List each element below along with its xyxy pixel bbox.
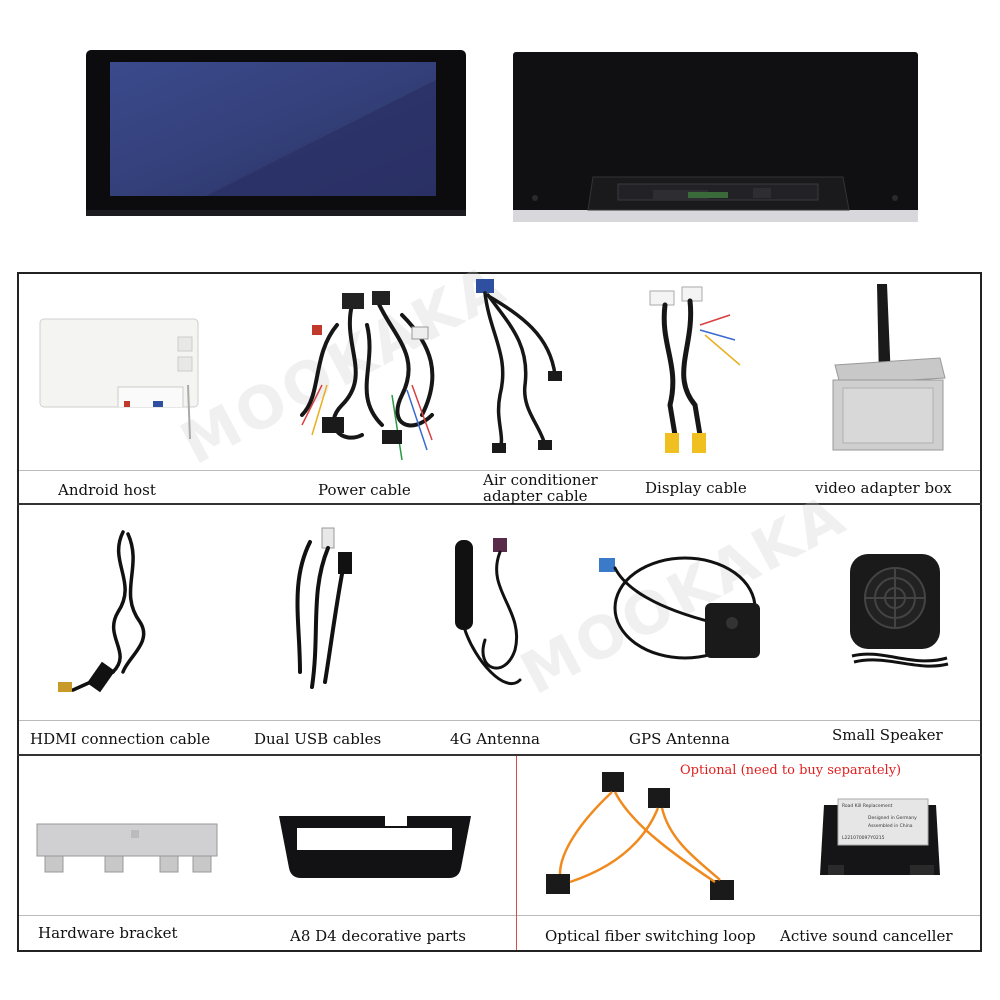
label-divider-row2 xyxy=(19,720,980,721)
canceller-label-4: L221070097Y0215 xyxy=(842,835,885,841)
label-sound-canceller: Active sound canceller xyxy=(780,927,953,945)
label-divider-row3 xyxy=(19,915,980,916)
optical-fiber-loop-image xyxy=(546,772,734,900)
gps-antenna-image xyxy=(599,556,760,660)
canceller-label-2: Designed in Germany xyxy=(868,815,917,821)
monitor-back-image xyxy=(513,52,918,222)
sound-canceller-image: Road Kill Replacement Designed in German… xyxy=(820,798,940,875)
label-optical-fiber: Optical fiber switching loop xyxy=(545,927,756,945)
label-hardware-bracket: Hardware bracket xyxy=(38,924,178,942)
label-dual-usb: Dual USB cables xyxy=(254,730,382,748)
dual-usb-cables-image xyxy=(295,527,352,689)
small-speaker-image xyxy=(850,554,949,668)
label-display-cable: Display cable xyxy=(645,479,747,497)
hdmi-cable-image xyxy=(58,530,146,693)
monitor-front-image xyxy=(86,50,466,216)
label-video-adapter-box: video adapter box xyxy=(815,479,952,497)
air-conditioner-cable-image xyxy=(476,279,562,453)
optional-note: Optional (need to buy separately) xyxy=(680,763,902,778)
label-air-conditioner-cable: Air conditioner adapter cable xyxy=(483,471,598,505)
4g-antenna-image xyxy=(455,538,522,685)
label-divider-row1 xyxy=(19,470,980,471)
label-decorative-parts: A8 D4 decorative parts xyxy=(290,927,466,945)
display-cable-image xyxy=(649,286,741,453)
optional-separator xyxy=(516,756,517,950)
accessories-frame xyxy=(17,272,982,952)
video-adapter-box-image xyxy=(832,284,946,451)
canceller-label-3: Assembled in China xyxy=(868,823,913,829)
label-gps-antenna: GPS Antenna xyxy=(629,730,730,748)
power-cable-image xyxy=(300,291,435,461)
label-android-host: Android host xyxy=(58,481,156,499)
android-host-image xyxy=(39,318,199,440)
canceller-label-1: Road Kill Replacement xyxy=(842,803,893,809)
hardware-bracket-image xyxy=(36,823,218,873)
label-hdmi-cable: HDMI connection cable xyxy=(30,730,211,748)
label-4g-antenna: 4G Antenna xyxy=(450,730,540,748)
label-small-speaker: Small Speaker xyxy=(832,726,943,744)
row-divider-2 xyxy=(17,754,982,756)
row-divider-1 xyxy=(17,503,982,505)
decorative-parts-image xyxy=(279,816,471,878)
label-power-cable: Power cable xyxy=(318,481,411,499)
